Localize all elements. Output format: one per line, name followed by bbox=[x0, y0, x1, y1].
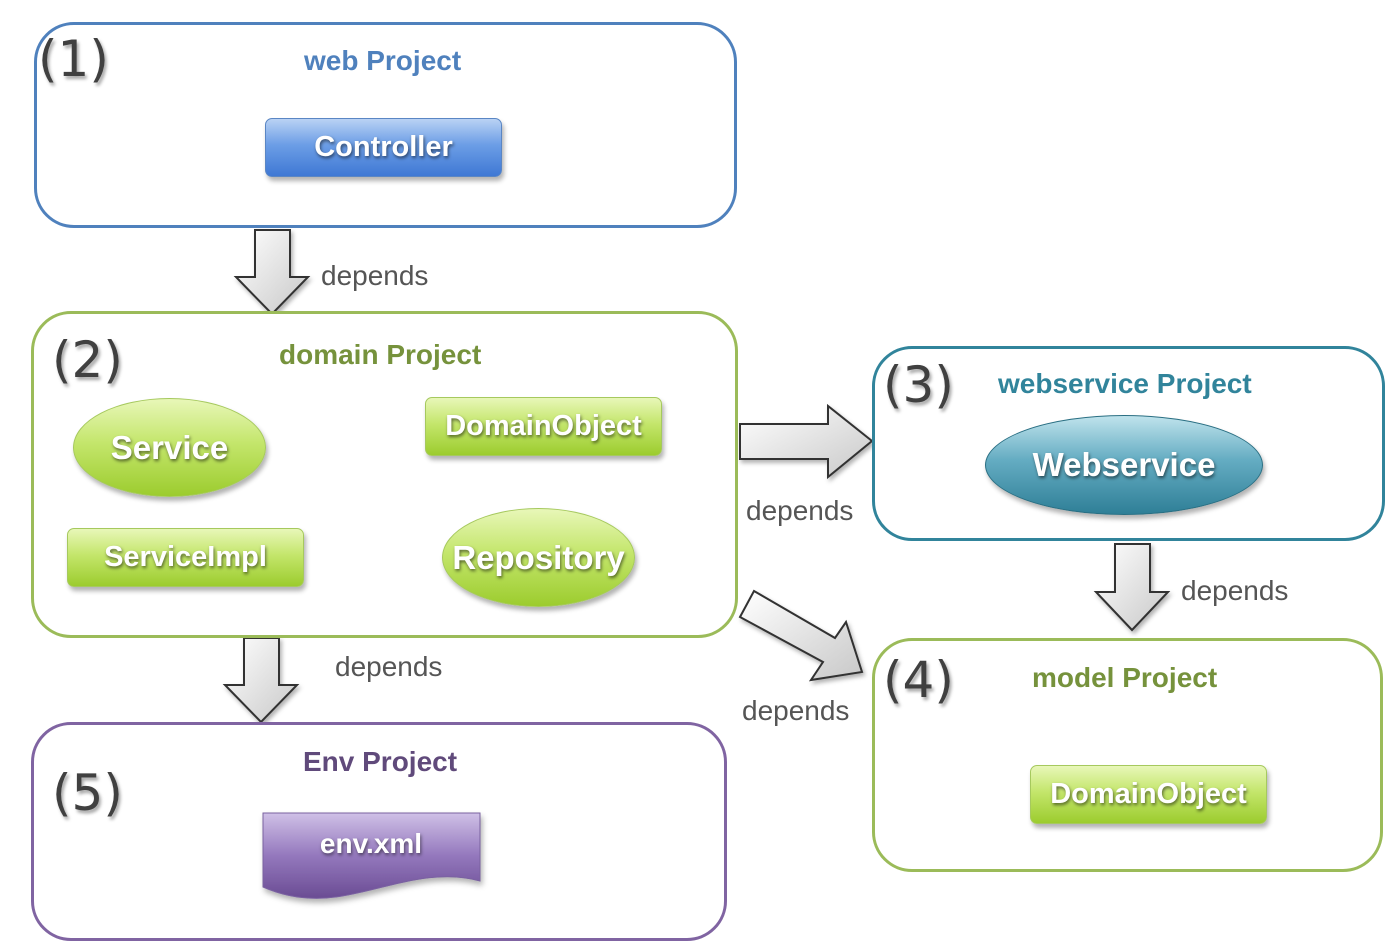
depends-label-webservice-model: depends bbox=[1181, 575, 1289, 606]
model-project-number: (4) bbox=[883, 651, 954, 709]
model-project-box bbox=[872, 638, 1383, 872]
domain-project-number: (2) bbox=[52, 331, 123, 389]
webservice-component: Webservice bbox=[985, 415, 1263, 515]
depends-label-domain-model: depends bbox=[742, 695, 850, 726]
arrow-webservice-to-model bbox=[1093, 543, 1171, 632]
arrow-domain-to-env bbox=[222, 637, 300, 724]
service-impl-component: ServiceImpl bbox=[67, 528, 304, 587]
webservice-project-title: webservice Project bbox=[998, 368, 1252, 399]
env-xml-label: env.xml bbox=[319, 828, 423, 859]
domain-object-component: DomainObject bbox=[425, 397, 662, 456]
depends-label-web-domain: depends bbox=[321, 260, 429, 291]
web-project-title: web Project bbox=[304, 45, 462, 76]
repository-component: Repository bbox=[442, 508, 635, 607]
arrow-web-to-domain bbox=[233, 229, 311, 316]
arrow-domain-to-webservice bbox=[739, 403, 874, 480]
web-project-number: (1) bbox=[38, 30, 109, 88]
model-project-title: model Project bbox=[1032, 662, 1218, 693]
domain-project-title: domain Project bbox=[279, 339, 482, 370]
env-xml-document-shape bbox=[262, 812, 481, 899]
depends-label-domain-env: depends bbox=[335, 651, 443, 682]
controller-component: Controller bbox=[265, 118, 502, 177]
env-project-number: (5) bbox=[52, 764, 123, 822]
webservice-project-number: (3) bbox=[883, 356, 954, 414]
model-domain-object-component: DomainObject bbox=[1030, 765, 1267, 824]
service-component: Service bbox=[73, 398, 266, 497]
env-project-title: Env Project bbox=[303, 746, 458, 777]
depends-label-domain-webservice: depends bbox=[746, 495, 854, 526]
arrow-domain-to-model bbox=[738, 589, 864, 682]
